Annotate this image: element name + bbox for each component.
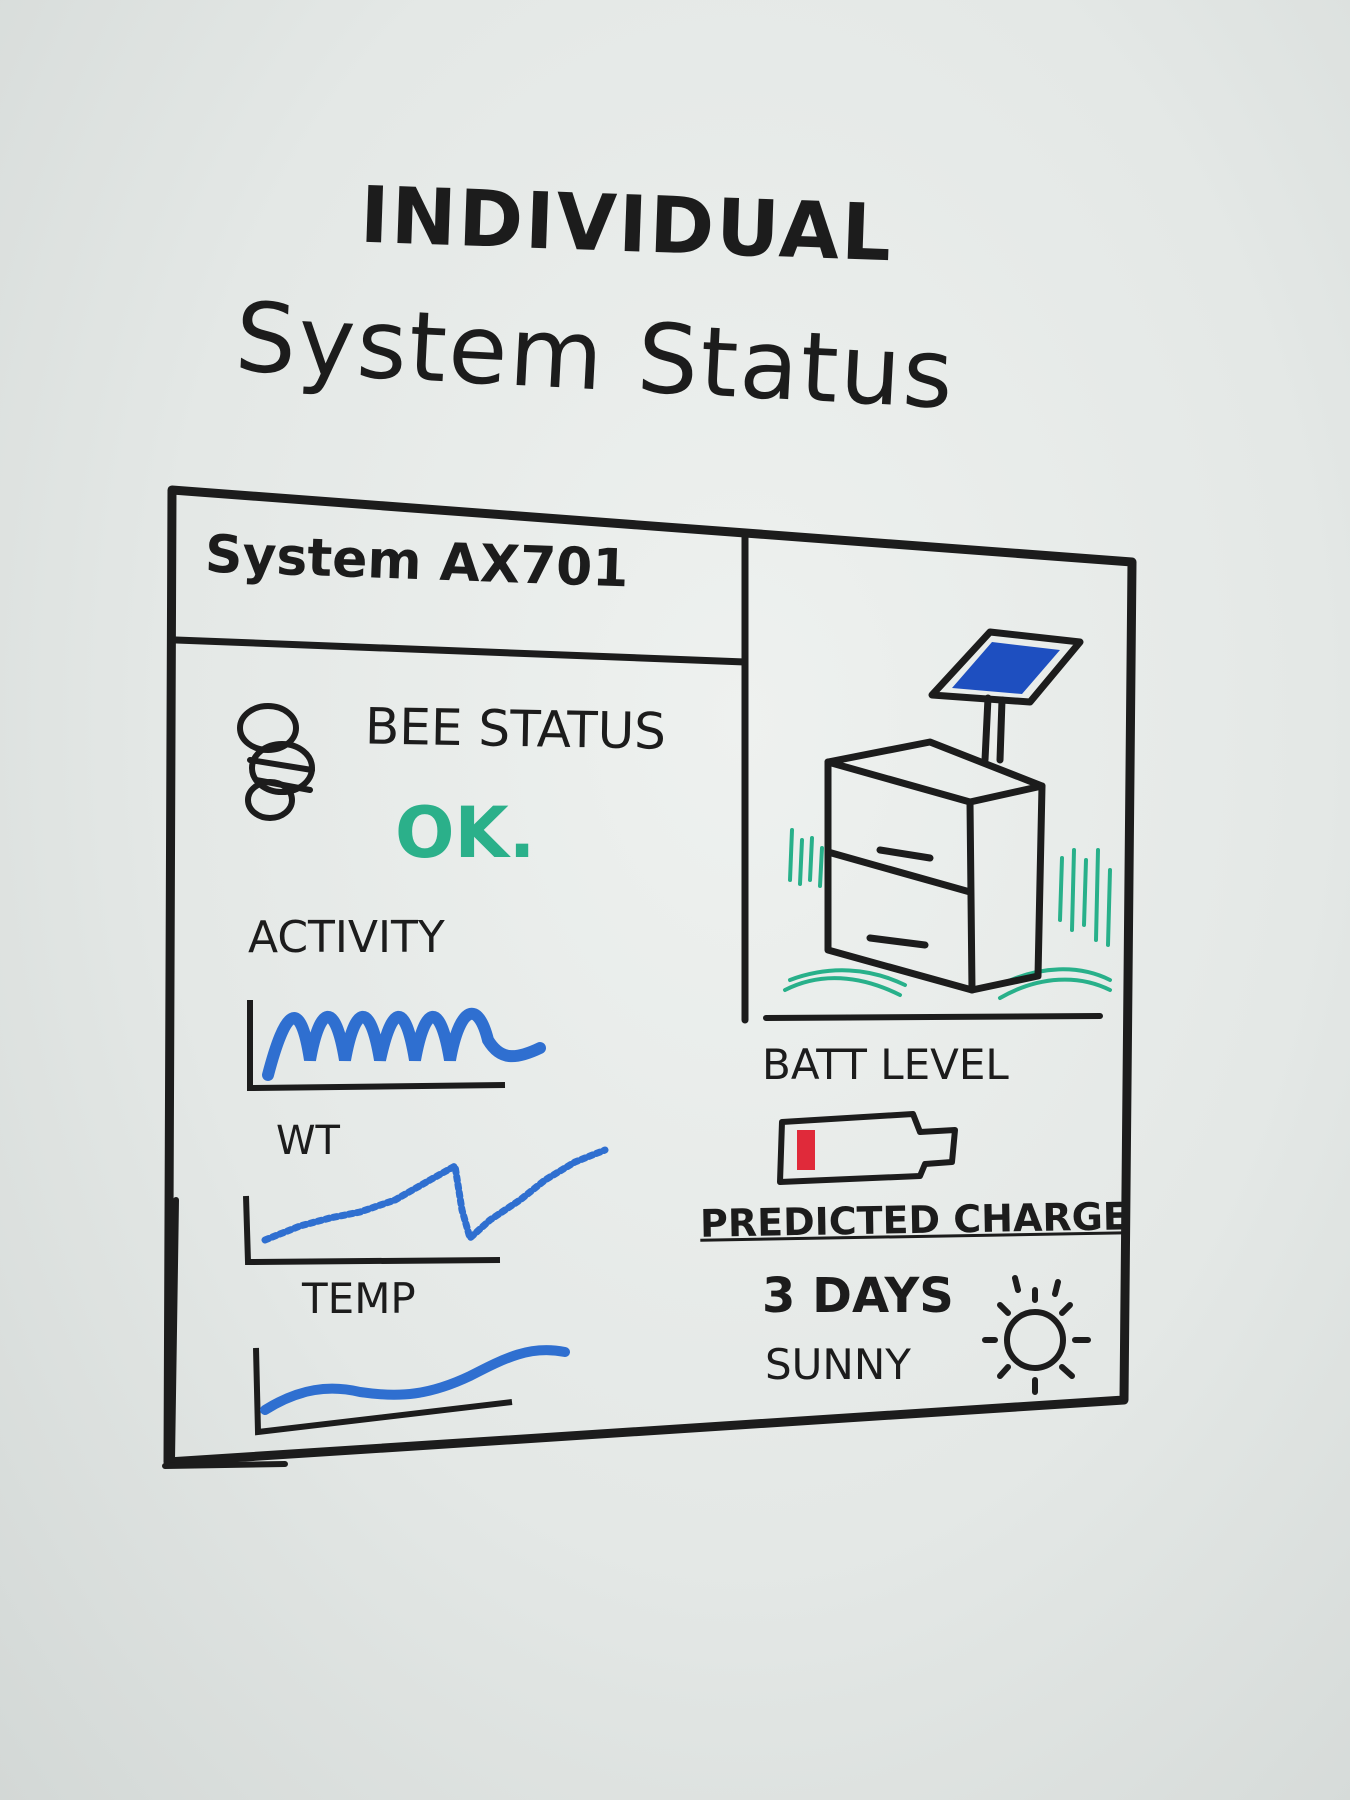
solar-panel [952,642,1060,694]
temperature-series-line [260,1345,570,1415]
predicted-charge-days: 3 DAYS [762,1268,954,1324]
weight-chart [243,1146,609,1266]
bee-status-value: OK. [395,792,536,874]
predicted-charge-label: PREDICTED CHARGE [699,1194,1130,1246]
bee-status-label: BEE STATUS [364,697,667,761]
bee-icon [237,703,315,821]
temperature-chart-label: TEMP [302,1274,416,1323]
activity-chart [247,1000,546,1092]
panel-frame [163,485,1137,1467]
temperature-chart [253,1345,570,1436]
weight-series-line [261,1146,609,1245]
sun-icon [982,1275,1091,1395]
beehive-with-solar-panel-drawing [783,628,1112,1000]
activity-series-line [262,1007,546,1081]
weight-chart-label: WT [276,1118,340,1164]
activity-chart-label: ACTIVITY [248,912,445,963]
battery-icon [777,1111,958,1185]
header-divider [172,636,749,666]
battery-charge-fill [797,1130,815,1170]
battery-level-label: BATT LEVEL [762,1040,1009,1089]
predicted-charge-weather: SUNNY [765,1340,911,1389]
